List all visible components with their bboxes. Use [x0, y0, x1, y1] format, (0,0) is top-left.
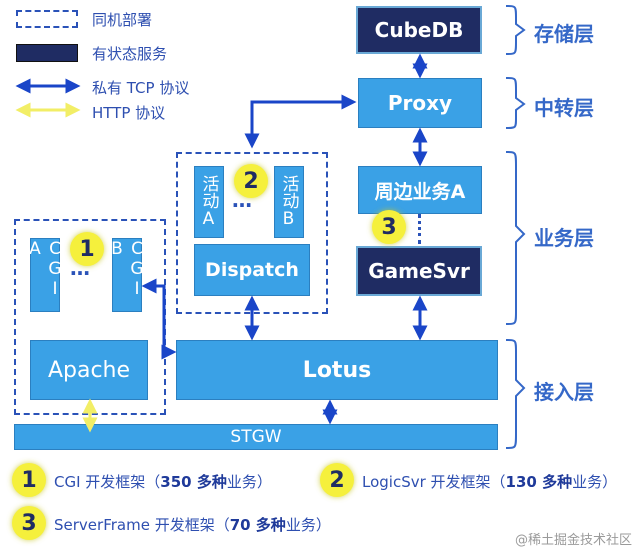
layer-label-business: 业务层: [534, 226, 594, 250]
layer-label-storage: 存储层: [534, 22, 594, 46]
layer-label-access: 接入层: [534, 380, 594, 404]
layer-label-relay: 中转层: [534, 96, 594, 120]
badge-1: 1: [70, 232, 104, 266]
note-2-text: LogicSvr 开发框架（130 多种业务）: [362, 473, 618, 491]
arrow-cgib-lotus: [141, 278, 177, 360]
note-1-badge: 1: [12, 463, 46, 497]
watermark: @稀土掘金技术社区: [514, 533, 632, 548]
zhoubian-service-node[interactable]: 周边业务A: [358, 166, 482, 214]
note-2-badge: 2: [320, 463, 354, 497]
legend-co-deploy-label: 同机部署: [92, 11, 153, 29]
legend-http-label: HTTP 协议: [92, 104, 166, 122]
arrow-dispatch-proxy: [244, 94, 357, 149]
note-1-text: CGI 开发框架（350 多种业务）: [54, 473, 272, 491]
note-3-badge: 3: [12, 506, 46, 540]
legend-co-deploy-swatch: [16, 10, 78, 28]
lotus-node[interactable]: Lotus: [176, 340, 498, 400]
huodong-b-node[interactable]: 活动B: [274, 166, 304, 238]
dispatch-node[interactable]: Dispatch: [194, 244, 310, 296]
legend-stateful-label: 有状态服务: [92, 45, 168, 63]
badge-3: 3: [372, 210, 406, 244]
legend-tcp-label: 私有 TCP 协议: [92, 79, 190, 97]
cgi-b-node[interactable]: CGI B: [107, 238, 147, 312]
legend-stateful-swatch: [16, 44, 78, 62]
badge-2: 2: [234, 164, 268, 198]
business-vertical-dots: [418, 214, 422, 244]
note-3-text: ServerFrame 开发框架（70 多种业务）: [54, 516, 331, 534]
gamesvr-node[interactable]: GameSvr: [356, 246, 482, 296]
huodong-a-node[interactable]: 活动A: [194, 166, 224, 238]
cubedb-node[interactable]: CubeDB: [356, 6, 482, 54]
